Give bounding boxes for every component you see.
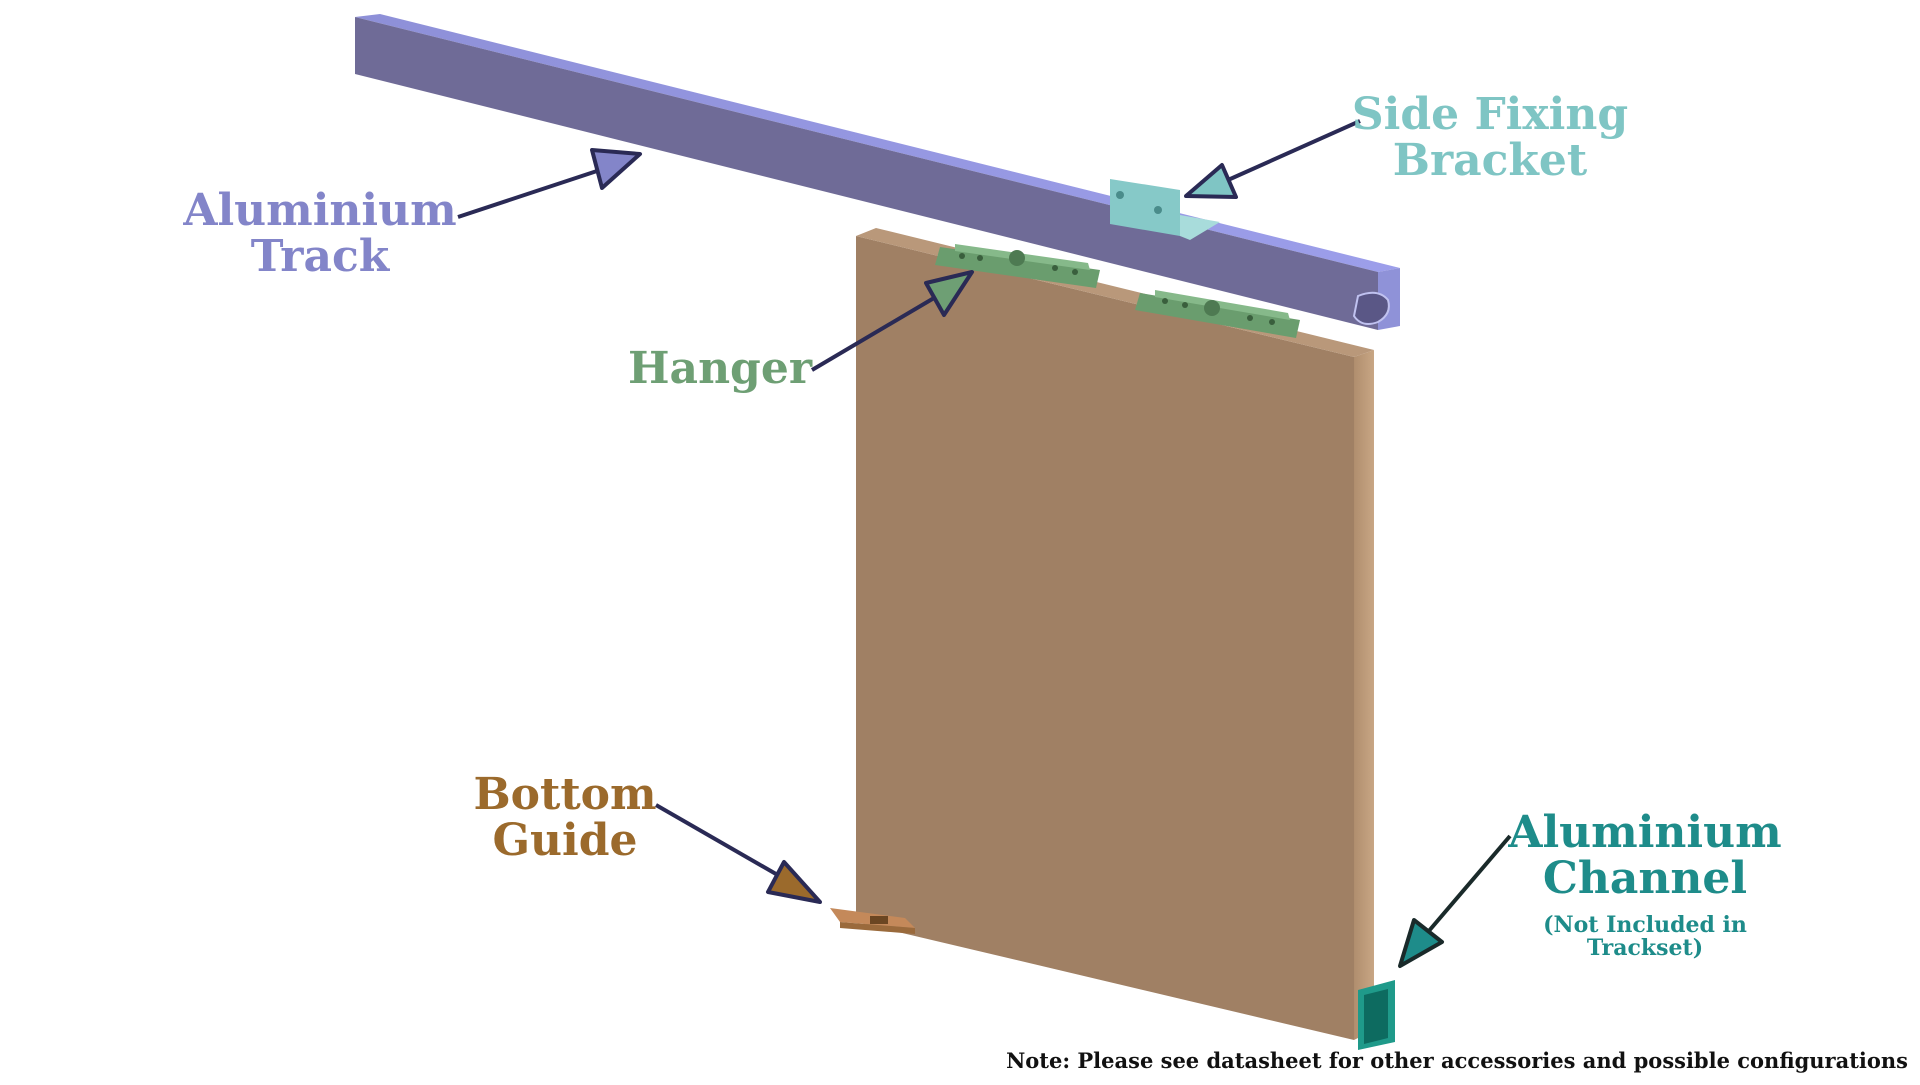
- label-aluminium-channel: Aluminium Channel: [1500, 807, 1790, 905]
- label-aluminium-track: Aluminium Track: [150, 185, 490, 283]
- label-side-fixing-bracket: Side Fixing Bracket: [1340, 89, 1640, 187]
- label-aluminium-channel-note: (Not Included in Trackset): [1543, 912, 1747, 962]
- label-side-fixing-bracket-line1: Side Fixing: [1351, 89, 1629, 140]
- arrow-bottom-guide: [655, 803, 822, 904]
- label-side-fixing-bracket-line2: Bracket: [1392, 135, 1588, 187]
- label-aluminium-track-line2: Track: [250, 231, 390, 283]
- label-aluminium-channel-line2: Channel: [1542, 853, 1748, 905]
- label-aluminium-channel-line1: Aluminium: [1508, 807, 1782, 858]
- label-aluminium-track-line1: Aluminium: [183, 185, 457, 236]
- footnote: Note: Please see datasheet for other acc…: [1006, 1048, 1908, 1073]
- hanger-front: [935, 244, 1100, 288]
- side-fixing-bracket: [1110, 179, 1220, 240]
- arrow-side-fixing-bracket: [1184, 119, 1361, 199]
- label-bottom-guide: Bottom Guide: [470, 769, 660, 867]
- arrow-hanger: [810, 270, 974, 372]
- hanger-rear: [1135, 290, 1300, 338]
- arrow-aluminium-track: [457, 148, 642, 219]
- door-panel: [856, 228, 1374, 1040]
- bottom-guide: [830, 908, 915, 934]
- label-hanger: Hanger: [627, 343, 812, 394]
- label-bottom-guide-line1: Bottom: [473, 769, 657, 820]
- arrow-aluminium-channel: [1398, 834, 1512, 968]
- label-bottom-guide-line2: Guide: [492, 815, 638, 867]
- aluminium-channel: [1358, 980, 1395, 1050]
